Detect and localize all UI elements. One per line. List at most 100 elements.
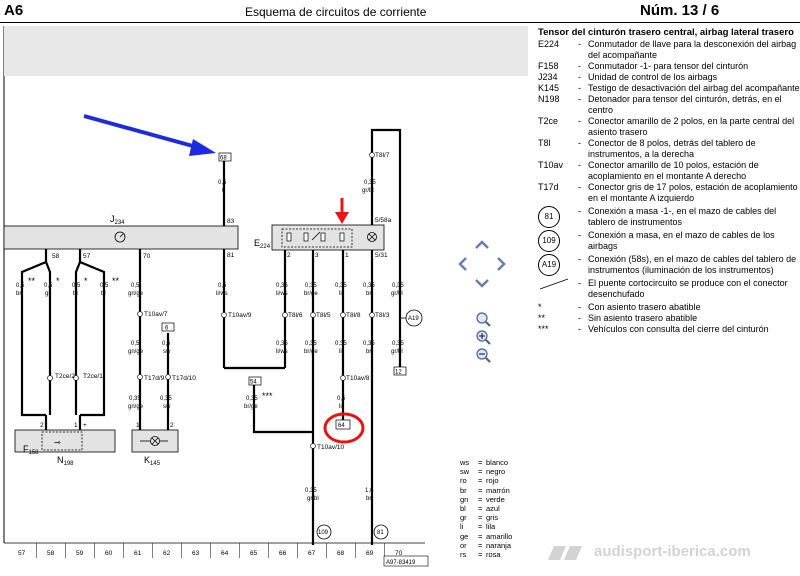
connector-64: 64 <box>338 423 345 429</box>
svg-text:0,35: 0,35 <box>363 341 375 347</box>
color-code-item: or=naranja <box>460 540 512 550</box>
legend-item: K145-Testigo de desactivación del airbag… <box>538 83 800 93</box>
svg-text:0,5: 0,5 <box>337 396 346 402</box>
legend-item: F158-Conmutador -1- para tensor del cint… <box>538 61 800 72</box>
svg-text:li/ws: li/ws <box>276 349 288 355</box>
pan-down-icon <box>475 279 489 288</box>
legend-code: F158 <box>538 61 559 71</box>
ruler-number: 64 <box>221 550 229 557</box>
connector-t10av-7: T10av/7 <box>144 311 168 318</box>
svg-text:li/ws: li/ws <box>216 291 228 297</box>
j234-label: J234 <box>110 214 125 226</box>
view-controls <box>458 240 508 370</box>
connector-t8l-5: T8l/5 <box>316 312 331 319</box>
svg-text:0,35: 0,35 <box>276 341 288 347</box>
hatched-area <box>4 26 528 76</box>
legend-symbol-desc: Conexión a masa -1-, en el mazo de cable… <box>588 206 777 227</box>
watermark-logo <box>548 546 582 560</box>
j234-pin-81: 81 <box>227 252 235 259</box>
svg-text:gn/ge: gn/ge <box>128 404 144 410</box>
svg-text:sw: sw <box>163 404 171 410</box>
color-code-item: gr=gris <box>460 513 499 523</box>
ruler-number: 65 <box>250 550 258 557</box>
k145-pin-2: 2 <box>170 422 174 429</box>
color-code-item: ge=amarillo <box>460 531 513 541</box>
legend-desc: Conmutador de llave para la desconexión … <box>588 39 797 60</box>
connector-t17d-9: T17d/9 <box>144 375 165 382</box>
svg-text:gn/ge: gn/ge <box>128 349 144 355</box>
connector-t2ce-2: T2ce/2 <box>55 373 75 380</box>
ground-109: 109 <box>318 530 329 536</box>
j234-pin-83: 83 <box>227 218 235 225</box>
legend-desc: Conmutador -1- para tensor del cinturón <box>588 61 749 71</box>
e224-label: E224 <box>254 238 271 250</box>
svg-text:0,35: 0,35 <box>246 396 258 402</box>
legend-item: T2ce-Conector amarillo de 2 polos, en la… <box>538 116 800 138</box>
svg-text:0,35: 0,35 <box>160 396 172 402</box>
svg-text:gr/bl: gr/bl <box>391 349 403 355</box>
n198-label: N198 <box>57 455 74 467</box>
svg-text:gr/bl: gr/bl <box>307 496 319 502</box>
legend-note-desc: Con asiento trasero abatible <box>588 302 701 312</box>
f158-box <box>41 431 83 451</box>
svg-text:0,35: 0,35 <box>335 341 347 347</box>
red-arrow-annotation <box>335 198 349 224</box>
svg-text:1,0: 1,0 <box>365 488 374 494</box>
svg-text:**: ** <box>112 276 120 286</box>
ruler-number: 68 <box>337 550 345 557</box>
bridge-symbol-icon <box>539 278 569 290</box>
ruler-number: 62 <box>163 550 171 557</box>
legend-symbol-item: -El puente cortocircuito se produce con … <box>538 278 800 300</box>
svg-text:gn/ge: gn/ge <box>128 291 144 297</box>
connector-54: 54 <box>250 380 257 386</box>
blue-arrow-annotation <box>83 114 216 156</box>
e224-lamp-symbol <box>367 232 377 242</box>
page-number: Núm. 13 / 6 <box>640 2 720 19</box>
svg-text:0,35: 0,35 <box>364 180 376 186</box>
svg-text:⊸: ⊸ <box>54 438 61 447</box>
ruler-number: 58 <box>47 550 55 557</box>
svg-text:0,35: 0,35 <box>305 341 317 347</box>
legend-symbol-code <box>538 278 578 300</box>
ruler-number: 63 <box>192 550 200 557</box>
legend-item: N198-Detonador para tensor del cinturón,… <box>538 94 800 116</box>
e224-pin-1: 1 <box>345 252 349 259</box>
svg-text:br: br <box>366 291 371 297</box>
connector-t10av-10: T10av/10 <box>317 444 344 451</box>
pan-up-icon <box>475 240 489 249</box>
legend-symbol-desc: Conexión a masa, en el mazo de cables de… <box>588 230 775 251</box>
svg-text:br/ge: br/ge <box>304 291 318 297</box>
pan-right-icon <box>497 257 506 271</box>
ground-symbol-icon: 109 <box>538 230 560 252</box>
j234-symbol <box>114 231 126 243</box>
svg-text:0,5: 0,5 <box>218 283 227 289</box>
legend-code: K145 <box>538 83 560 93</box>
legend-desc: Conector amarillo de 10 polos, estación … <box>588 160 759 181</box>
svg-text:li: li <box>339 291 342 297</box>
connector-t8l-8: T8l/8 <box>346 312 361 319</box>
page-title: Esquema de circuitos de corriente <box>245 5 427 19</box>
legend-code: T10av <box>538 160 564 170</box>
connector-t17d-10: T17d/10 <box>172 375 196 382</box>
legend-symbol-item: 81-Conexión a masa -1-, en el mazo de ca… <box>538 206 800 228</box>
legend-title: Tensor del cinturón trasero central, air… <box>538 27 794 38</box>
f158-pin-1: 1 <box>74 422 78 429</box>
svg-text:br/ge: br/ge <box>304 349 318 355</box>
f158-label: F158 <box>23 444 39 456</box>
svg-text:*: * <box>84 276 88 286</box>
svg-text:0,5: 0,5 <box>100 283 109 289</box>
ruler-number: 60 <box>105 550 113 557</box>
connector-t8l-3: T8l/3 <box>375 312 390 319</box>
legend-code: J234 <box>538 72 558 82</box>
e224-pin-5-58a: 5/58a <box>375 217 392 224</box>
svg-text:*: * <box>56 276 60 286</box>
legend-note-item: ***-Vehículos con consulta del cierre de… <box>538 324 800 335</box>
legend-desc: Conector de 8 polos, detrás del tablero … <box>588 138 756 159</box>
legend-note-code: ** <box>538 313 546 323</box>
legend-symbol-desc: El puente cortocircuito se produce con e… <box>588 278 788 299</box>
color-code-item: br=marrón <box>460 485 510 495</box>
ruler-number: 69 <box>366 550 374 557</box>
